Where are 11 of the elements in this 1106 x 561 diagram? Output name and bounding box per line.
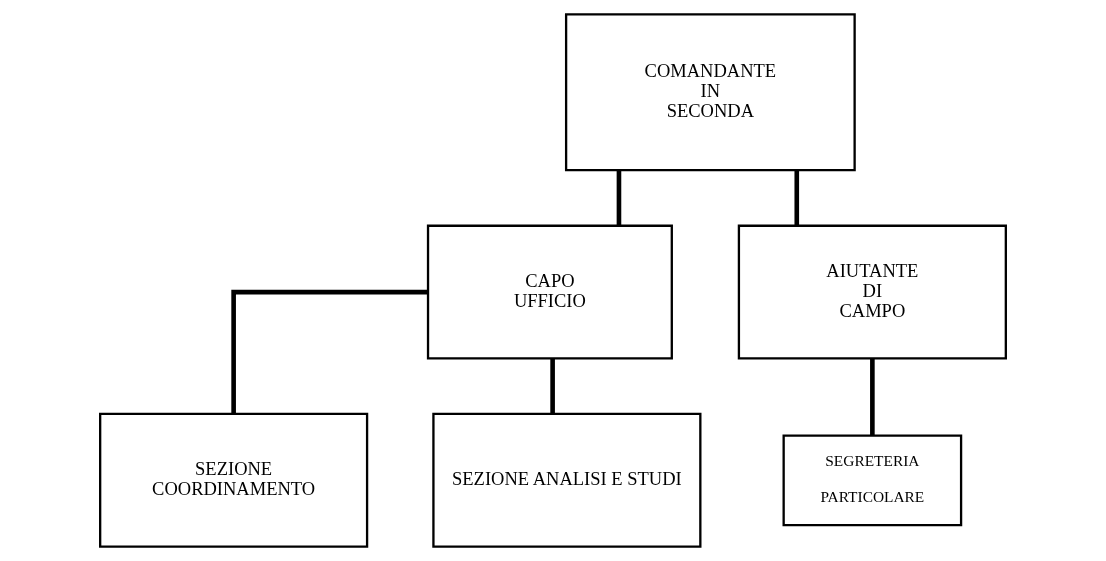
connector [231,289,428,414]
node-box: SEZIONE COORDINAMENTO [99,412,369,548]
node-box: COMANDANTE IN SECONDA [564,13,856,172]
node-box: AIUTANTE DI CAMPO [737,224,1007,360]
node-box: SEGRETERIA PARTICOLARE [782,434,963,527]
node-box: SEZIONE ANALISI E STUDI [432,412,702,548]
node-box: CAPO UFFICIO [426,224,673,360]
connector [550,358,555,414]
connector [870,358,875,436]
connector [794,170,800,226]
connector [616,170,622,226]
